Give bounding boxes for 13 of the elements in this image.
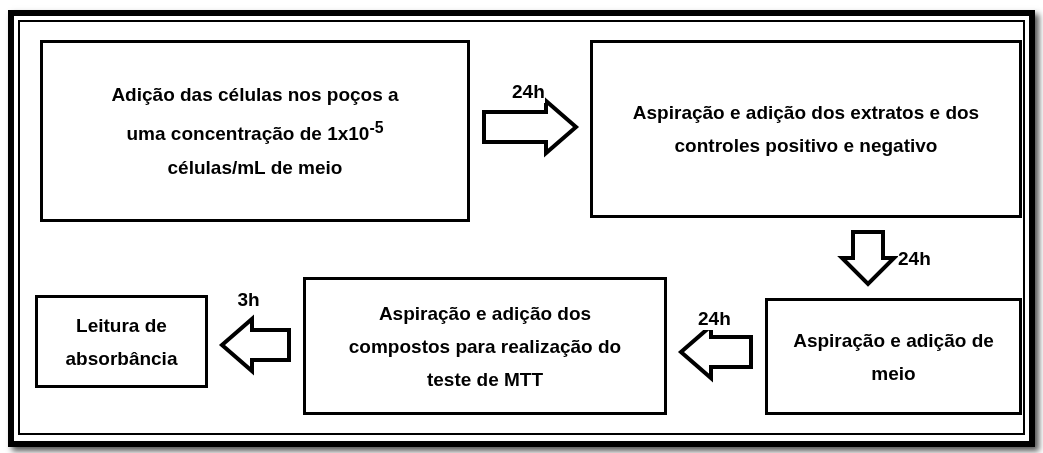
process-box — [40, 40, 470, 222]
block-arrow — [218, 314, 291, 376]
step-text: Aspiração e adição dos compostos para realização do teste de MTT — [347, 301, 623, 392]
block-arrow — [482, 96, 580, 158]
process-box — [35, 295, 208, 388]
step-text: Adição das células nos poços a uma concentração de 1x10$^{-5}$ células/mL de meio — [110, 83, 400, 180]
process-box — [765, 298, 1022, 415]
block-arrow — [837, 230, 899, 287]
process-box — [590, 40, 1022, 218]
step-text: Aspiração e adição dos extratos e dos controles positivo e negativo — [631, 101, 981, 158]
process-box — [303, 277, 667, 415]
step-text: Leitura de absorbância — [64, 313, 179, 371]
step-text: Aspiração e adição de meio — [792, 328, 995, 386]
